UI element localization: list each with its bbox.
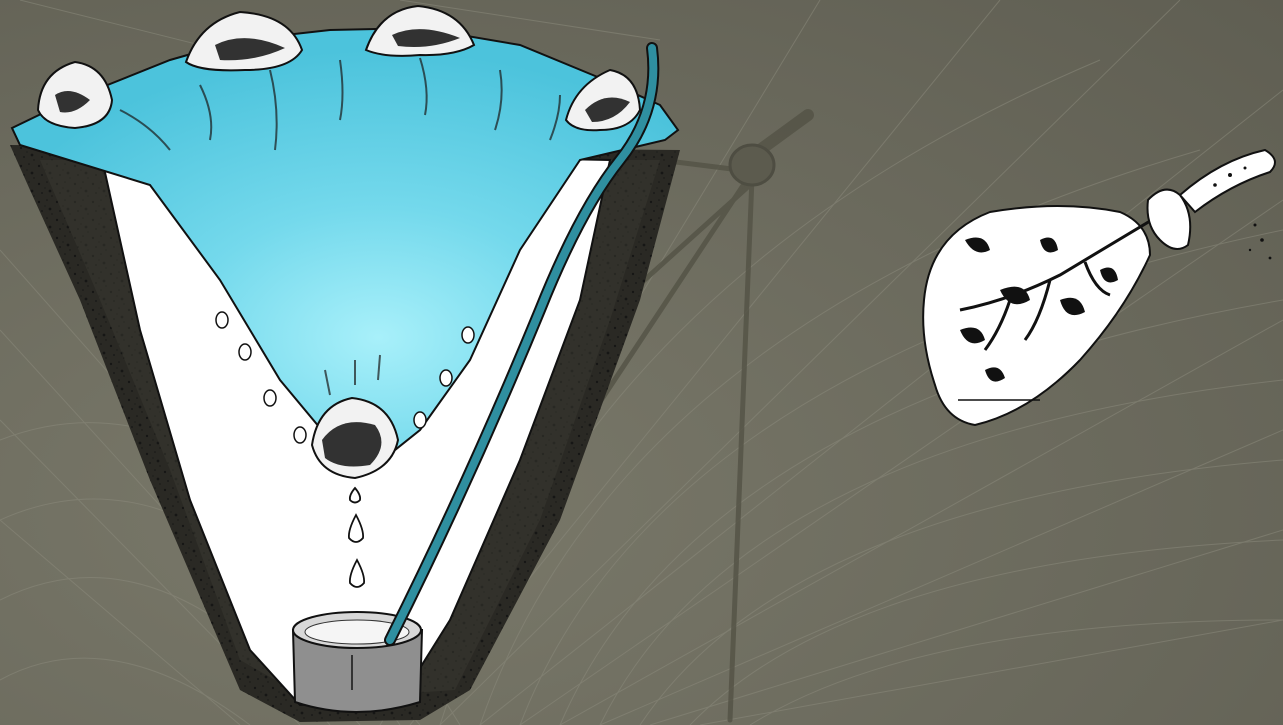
plastic-bag-icon — [923, 150, 1275, 425]
